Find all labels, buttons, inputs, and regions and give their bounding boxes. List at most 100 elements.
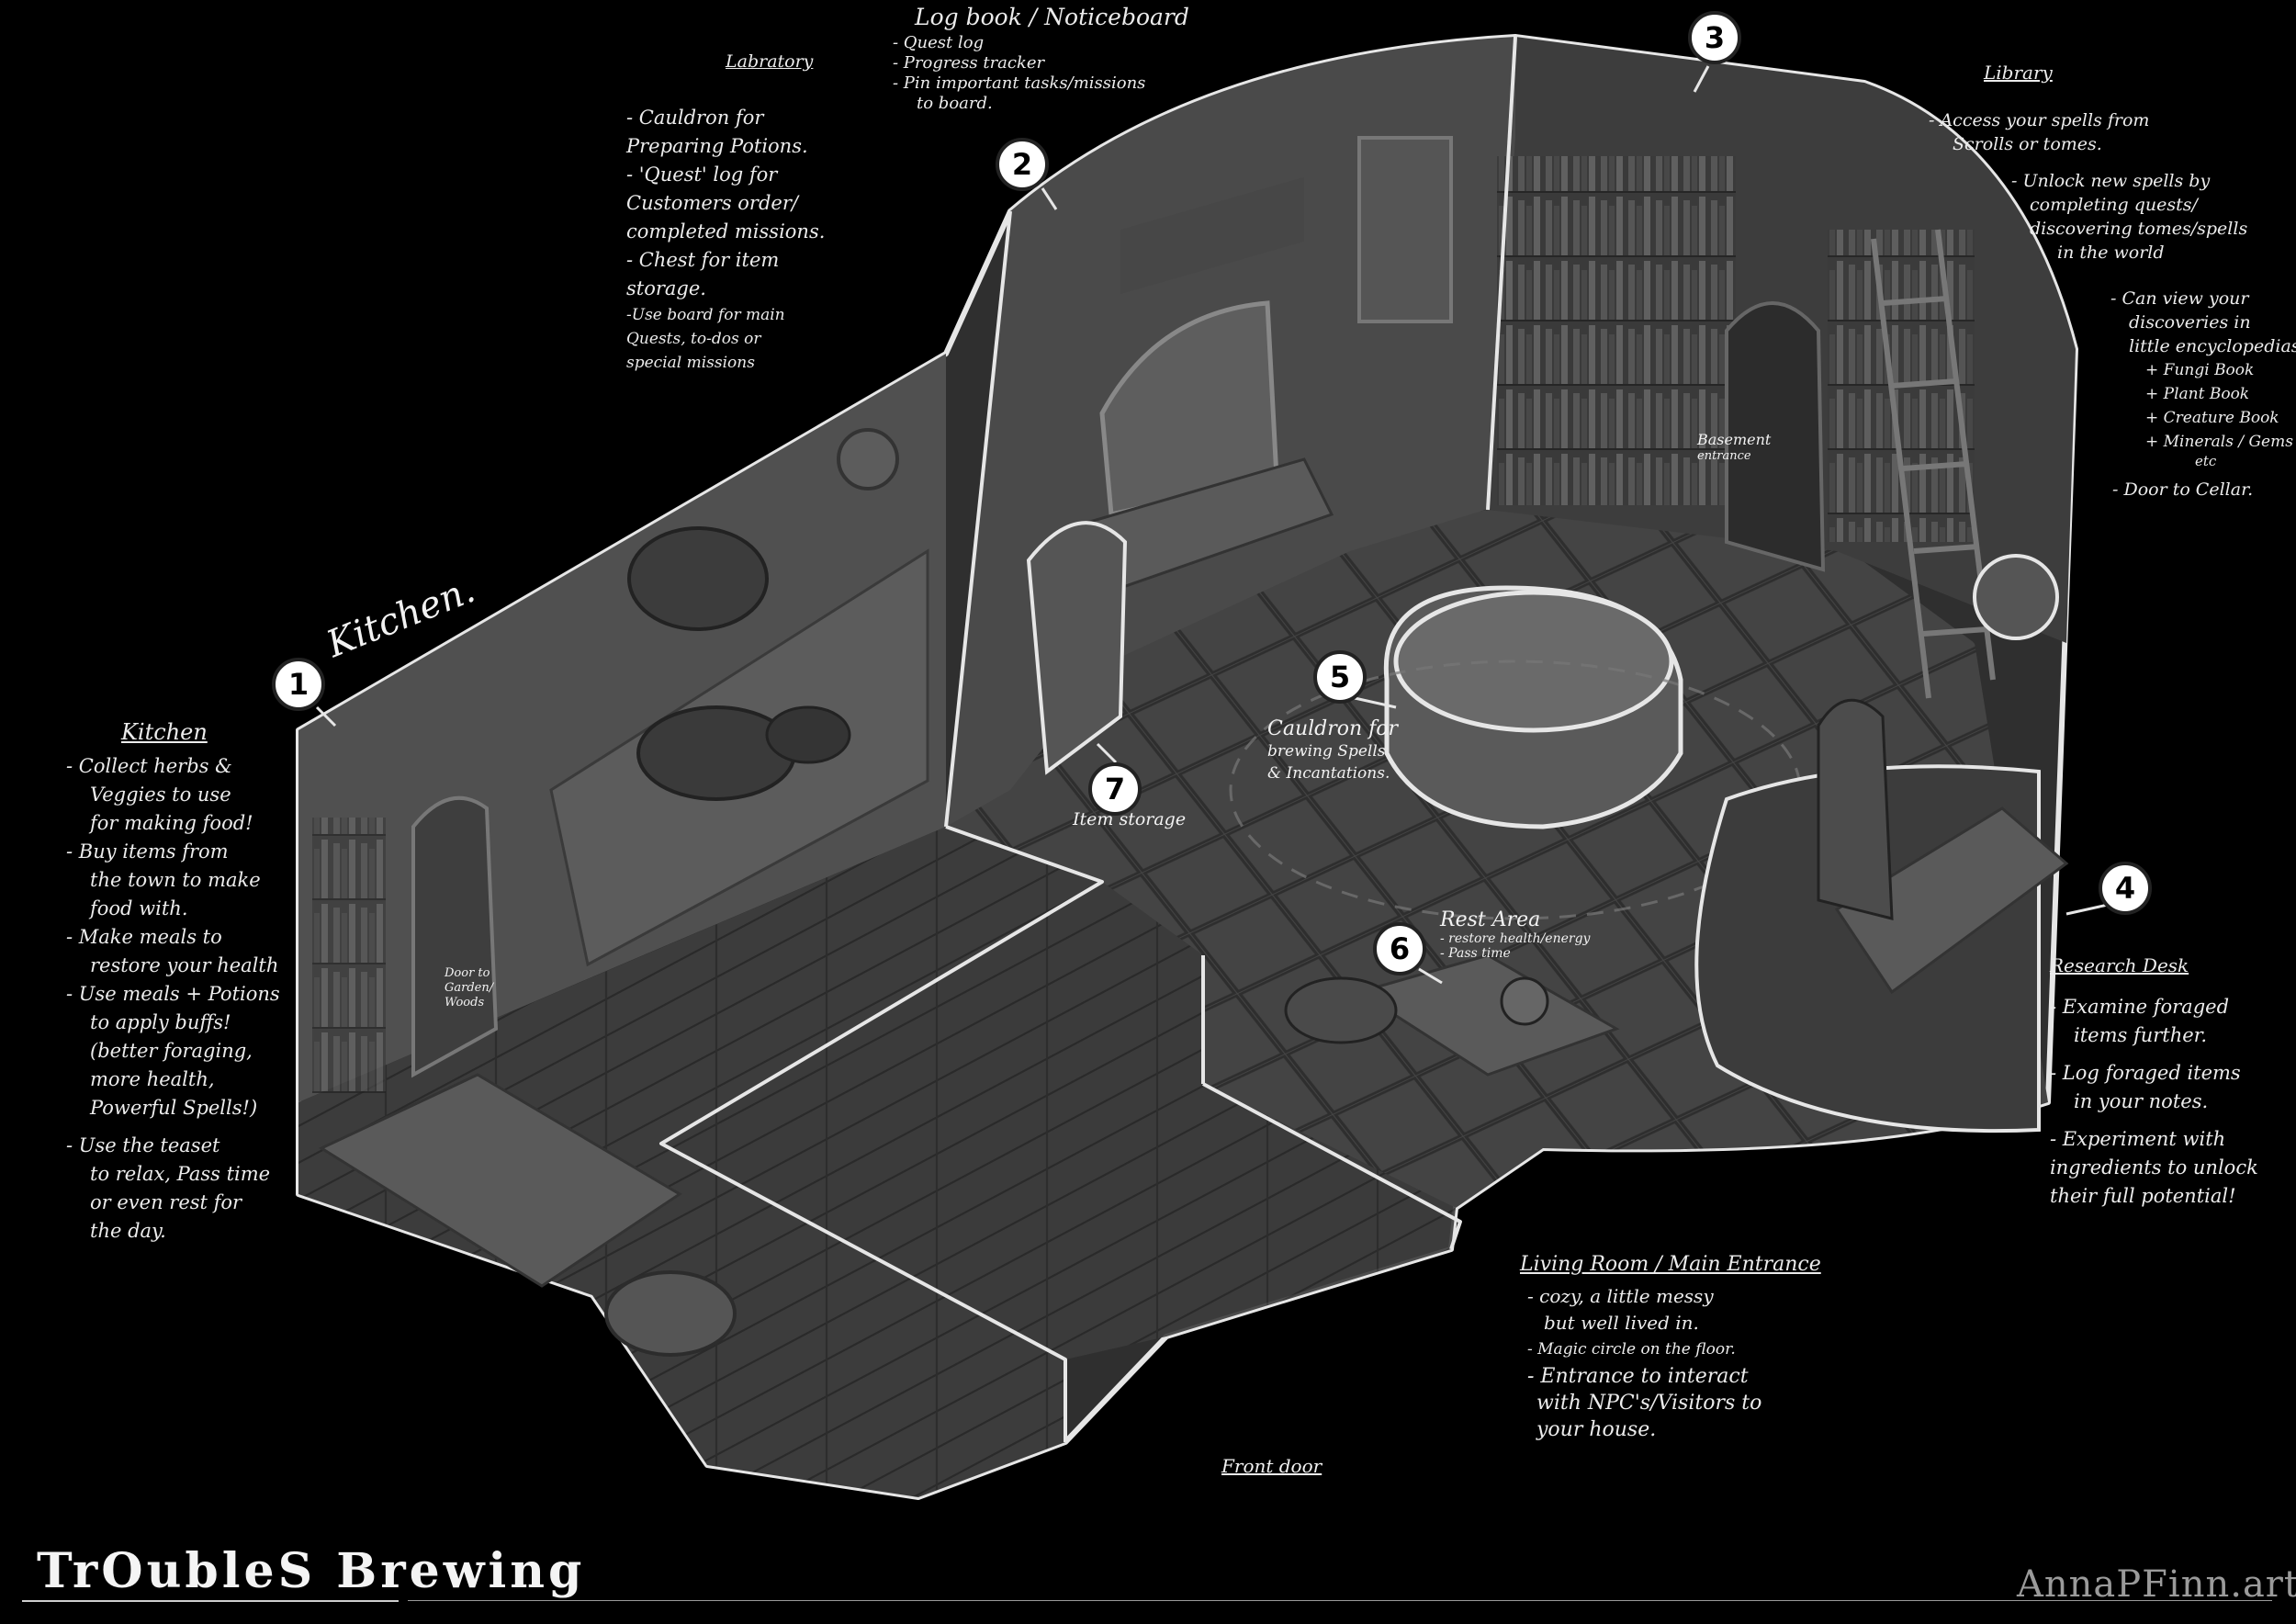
note-line: + Creature Book (2145, 409, 2279, 427)
note-line: with NPC's/Visitors to (1536, 1392, 1762, 1415)
wash-tub (604, 1270, 737, 1357)
rest-cushion (1284, 976, 1398, 1044)
note-line: Veggies to use (90, 784, 231, 806)
note-line: - 'Quest' log for (626, 164, 778, 186)
note-line: restore your health (90, 954, 279, 976)
note-line: to relax, Pass time (90, 1163, 271, 1185)
rest-area-label: Rest Area - restore health/energy - Pass… (1440, 908, 1590, 962)
note-line: your house. (1536, 1418, 1657, 1441)
wall-plate (837, 428, 899, 491)
cauldron-label-line1: Cauldron for (1267, 717, 1399, 740)
note-line: - Make meals to (66, 926, 222, 948)
footer-rule-right (408, 1600, 2272, 1601)
research-desk-notes: Research Desk - Examine foraged items fu… (2050, 952, 2258, 1211)
note-line: but well lived in. (1544, 1312, 1699, 1334)
kitchen-pot (765, 705, 851, 764)
noticeboard (1357, 136, 1453, 323)
note-line: - cozy, a little messy (1527, 1285, 1714, 1307)
note-line: - Log foraged items (2050, 1062, 2241, 1084)
note-line: the day. (90, 1220, 166, 1242)
hanging-pot (627, 526, 769, 631)
note-line: their full potential! (2050, 1185, 2236, 1207)
living-room-notes-heading: Living Room / Main Entrance (1520, 1253, 1821, 1276)
note-line: - Collect herbs & (66, 755, 232, 777)
room-badge-item-storage: 7 (1088, 762, 1142, 816)
note-line: to board. (917, 94, 993, 113)
note-line: - Use the teaset (66, 1134, 220, 1156)
rest-table (1356, 953, 1620, 1077)
research-desk (1834, 806, 2069, 995)
library-shelves (1497, 156, 1736, 505)
note-line: little encyclopedias (2129, 336, 2296, 356)
teapot (1500, 976, 1549, 1026)
artist-credit: AnnaPFinn.art (2017, 1563, 2296, 1606)
note-line: + Plant Book (2145, 385, 2250, 403)
kitchen-notes-heading: Kitchen (121, 719, 208, 745)
note-line: (better foraging, (90, 1040, 253, 1062)
note-line: + Minerals / Gems (2145, 433, 2293, 451)
note-line: discoveries in (2129, 312, 2251, 333)
note-line: - Buy items from (66, 840, 229, 863)
note-line: - Experiment with (2050, 1128, 2226, 1150)
kitchen-shelf (312, 818, 386, 1093)
room-badge-library: 3 (1688, 11, 1741, 64)
basement-label: Basement entrance (1697, 432, 1771, 465)
game-title-logo: TrOubleS Brewing (37, 1543, 586, 1599)
note-line: - Can view your (2110, 288, 2249, 309)
note-line: ingredients to unlock (2050, 1156, 2258, 1179)
note-line: - Examine foraged (2050, 996, 2230, 1018)
basement-door (1725, 301, 1826, 572)
living-floor (661, 882, 1456, 1359)
note-line: completed missions. (626, 220, 826, 242)
note-line: completing quests/ (2030, 195, 2198, 215)
note-line: etc (2195, 453, 2217, 469)
note-line: - Cauldron for (626, 107, 764, 129)
front-door-label: Front door (1221, 1455, 1322, 1477)
room-badge-cauldron: 5 (1313, 650, 1367, 704)
item-storage-label: Item storage (1073, 809, 1187, 829)
badge-leader-lines (315, 65, 2109, 985)
logbook-notes: Log book / Noticeboard - Quest log - Pro… (893, 6, 1189, 114)
note-line: Scrolls or tomes. (1953, 134, 2102, 154)
note-line: - Magic circle on the floor. (1527, 1340, 1736, 1359)
note-line: in the world (2057, 242, 2165, 263)
laboratory-notes: Labratory - Cauldron for Preparing Potio… (626, 48, 825, 375)
cauldron-label: Cauldron for brewing Spells & Incantatio… (1267, 718, 1398, 784)
rest-area-title: Rest Area (1440, 908, 1541, 931)
laboratory-notes-heading: Labratory (726, 51, 814, 72)
note-line: - Progress tracker (893, 53, 1045, 73)
footer-rule-left (22, 1600, 399, 1602)
library-notes-heading: Library (1984, 62, 2053, 84)
lab-desk-drawers (1120, 176, 1304, 295)
note-line: or even rest for (90, 1191, 242, 1213)
note-line: for making food! (90, 812, 253, 834)
research-chair (1817, 698, 1894, 920)
room-badge-kitchen: 1 (272, 658, 325, 711)
note-line: - Pin important tasks/missions (893, 73, 1146, 93)
note-line: -Use board for main (626, 306, 785, 324)
room-badge-rest-area: 6 (1373, 922, 1426, 976)
note-line: storage. (626, 277, 706, 299)
basement-label-line2: entrance (1697, 449, 1751, 463)
garden-door-label: Door to Garden/ Woods (445, 966, 493, 1010)
research-desk-notes-heading: Research Desk (2050, 954, 2189, 976)
library-notes: Library - Access your spells from Scroll… (1929, 61, 2296, 502)
note-line: Preparing Potions. (626, 135, 808, 157)
note-line: items further. (2074, 1024, 2208, 1046)
note-line: - Access your spells from (1929, 110, 2150, 130)
note-line: special missions (626, 354, 755, 372)
garden-door-line3: Woods (445, 996, 485, 1009)
note-line: more health, (90, 1068, 215, 1090)
room-divider-lines (659, 36, 1517, 1442)
rest-area-sub2: - Pass time (1440, 946, 1511, 961)
note-line: - Entrance to interact (1527, 1365, 1749, 1388)
note-line: the town to make (90, 869, 261, 891)
note-line: discovering tomes/spells (2030, 219, 2248, 239)
garden-door (411, 795, 499, 1078)
note-line: food with. (90, 897, 188, 919)
cauldron-label-line2: brewing Spells (1267, 742, 1386, 761)
lab-window (1099, 300, 1279, 518)
note-line: Customers order/ (626, 192, 798, 214)
room-badge-laboratory: 2 (996, 138, 1049, 191)
